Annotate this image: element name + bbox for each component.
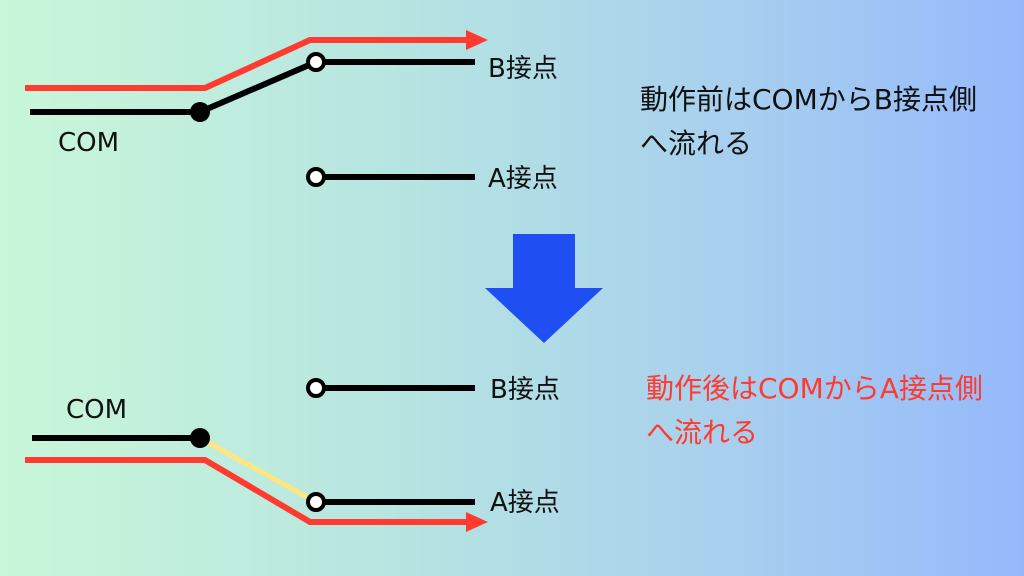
before-a-contact-terminal	[306, 167, 326, 187]
after-a-contact-label: A接点	[490, 488, 560, 518]
after-a-contact-terminal	[306, 492, 326, 512]
after-b-contact-terminal	[306, 378, 326, 398]
after-com-label: COM	[66, 395, 128, 425]
before-b-contact-terminal	[306, 52, 326, 72]
before-current-path	[25, 37, 470, 91]
before-b-contact-label: B接点	[488, 54, 558, 84]
before-com-pivot	[190, 102, 210, 122]
after-b-contact-label: B接点	[490, 375, 560, 405]
after-moving-contact	[198, 435, 318, 505]
after-com-pivot	[190, 428, 210, 448]
before-moving-contact	[198, 59, 318, 115]
before-current-arrowhead	[466, 30, 488, 50]
after-description: 動作後はCOMからA接点側へ流れる	[646, 372, 983, 449]
down-arrow-icon	[485, 234, 603, 343]
after-state	[25, 378, 488, 532]
before-com-label: COM	[58, 128, 120, 158]
before-description: 動作前はCOMからB接点側へ流れる	[640, 83, 977, 160]
before-a-contact-label: A接点	[488, 164, 558, 194]
after-current-arrowhead	[466, 512, 488, 532]
after-current-path	[25, 457, 470, 525]
before-state	[25, 30, 488, 187]
